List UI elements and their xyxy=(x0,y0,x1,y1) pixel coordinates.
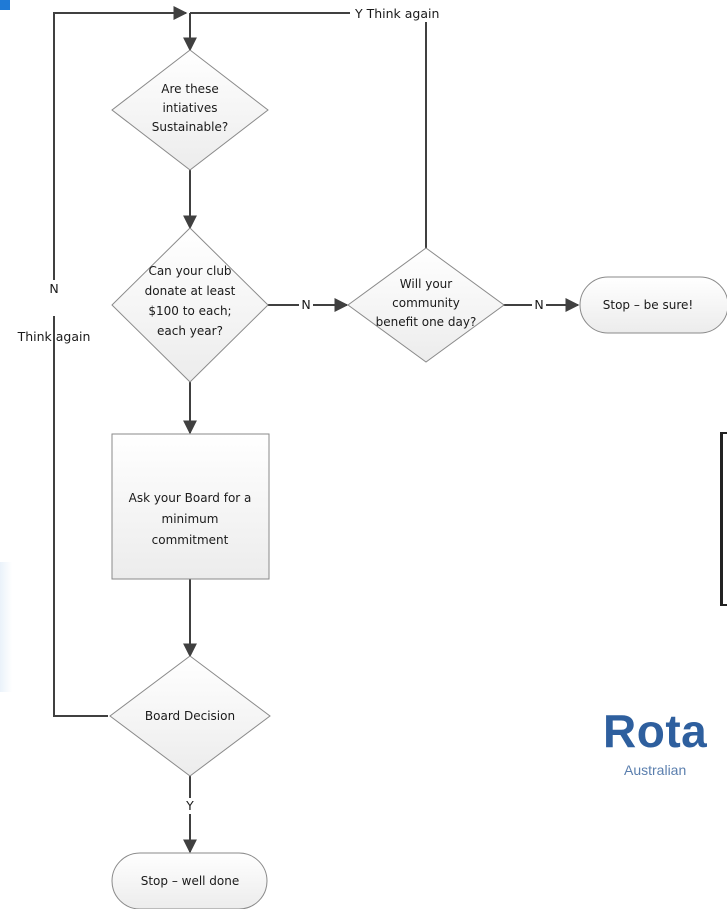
label-donate-no: N xyxy=(301,297,310,312)
sustainable-line-3: Sustainable? xyxy=(152,120,229,134)
corner-accent xyxy=(0,0,10,10)
node-stop-sure: Stop – be sure! xyxy=(579,276,727,334)
stop-sure-label: Stop – be sure! xyxy=(603,298,693,312)
donate-line-2: donate at least xyxy=(145,284,236,298)
node-donate: Can your club donate at least $100 to ea… xyxy=(111,227,269,383)
community-line-3: benefit one day? xyxy=(376,315,477,329)
side-accent xyxy=(0,562,12,692)
node-community: Will your community benefit one day? xyxy=(347,247,505,363)
ask-board-line-3: commitment xyxy=(152,533,229,547)
board-decision-label: Board Decision xyxy=(145,709,235,723)
label-community-no: N xyxy=(534,297,543,312)
community-line-2: community xyxy=(392,296,460,310)
sustainable-line-2: intiatives xyxy=(162,101,217,115)
label-decision-yes: Y xyxy=(185,798,194,813)
community-line-1: Will your xyxy=(400,277,452,291)
node-sustainable: Are these intiatives Sustainable? xyxy=(111,49,269,171)
sustainable-line-1: Are these xyxy=(161,82,218,96)
ask-board-line-2: minimum xyxy=(162,512,219,526)
node-board-decision: Board Decision xyxy=(109,655,271,777)
donate-line-4: each year? xyxy=(157,324,223,338)
label-top-yes: Y Think again xyxy=(354,6,439,21)
node-stop-done: Stop – well done xyxy=(111,852,268,909)
brand-logo-text: Rota xyxy=(603,705,708,757)
ask-board-line-1: Ask your Board for a xyxy=(129,491,252,505)
donate-line-3: $100 to each; xyxy=(148,304,231,318)
node-ask-board: Ask your Board for a minimum commitment xyxy=(111,433,270,580)
edge-board-no xyxy=(53,6,188,717)
stop-done-label: Stop – well done xyxy=(141,874,240,888)
page-edge-bracket xyxy=(720,432,727,606)
label-left-no: N xyxy=(49,281,58,296)
label-left-no-sub: Think again xyxy=(17,329,91,344)
donate-line-1: Can your club xyxy=(148,264,231,278)
brand-subtitle: Australian xyxy=(624,762,687,778)
